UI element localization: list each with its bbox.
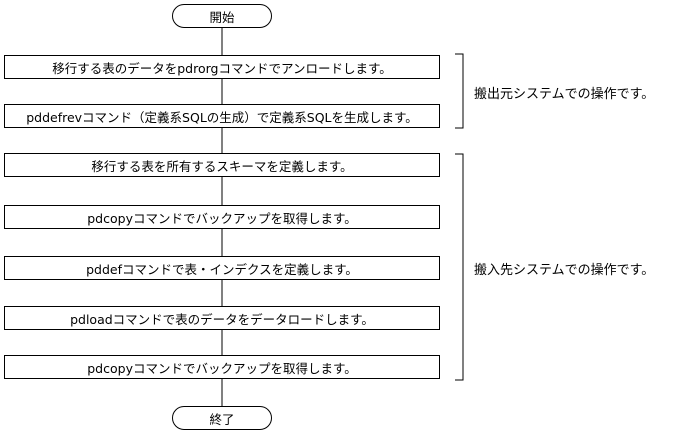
step-define-schema: 移行する表を所有するスキーマを定義します。 — [4, 153, 440, 177]
step-label: pdcopyコマンドでバックアップを取得します。 — [87, 360, 357, 376]
step-define-table-index: pddefコマンドで表・インデクスを定義します。 — [4, 256, 440, 280]
step-generate-sql: pddefrevコマンド（定義系SQLの生成）で定義系SQLを生成します。 — [4, 104, 440, 128]
bracket-source-system — [455, 53, 464, 129]
step-label: 移行する表のデータをpdrorgコマンドでアンロードします。 — [52, 60, 392, 76]
step-backup-first: pdcopyコマンドでバックアップを取得します。 — [4, 205, 440, 229]
step-load-data: pdloadコマンドで表のデータをデータロードします。 — [4, 306, 440, 330]
source-system-note: 搬出元システムでの操作です。 — [474, 87, 655, 102]
target-system-note: 搬入先システムでの操作です。 — [474, 263, 655, 278]
step-label: pdcopyコマンドでバックアップを取得します。 — [87, 210, 357, 226]
step-label: pddefコマンドで表・インデクスを定義します。 — [86, 261, 358, 277]
bracket-target-system — [455, 153, 464, 381]
step-label: pddefrevコマンド（定義系SQLの生成）で定義系SQLを生成します。 — [26, 109, 418, 125]
step-label: 移行する表を所有するスキーマを定義します。 — [91, 158, 353, 174]
end-terminal: 終了 — [172, 406, 272, 430]
step-unload-data: 移行する表のデータをpdrorgコマンドでアンロードします。 — [4, 55, 440, 79]
start-label: 開始 — [209, 9, 235, 25]
step-label: pdloadコマンドで表のデータをデータロードします。 — [70, 311, 374, 327]
step-backup-second: pdcopyコマンドでバックアップを取得します。 — [4, 355, 440, 379]
start-terminal: 開始 — [172, 4, 272, 28]
end-label: 終了 — [209, 411, 235, 427]
